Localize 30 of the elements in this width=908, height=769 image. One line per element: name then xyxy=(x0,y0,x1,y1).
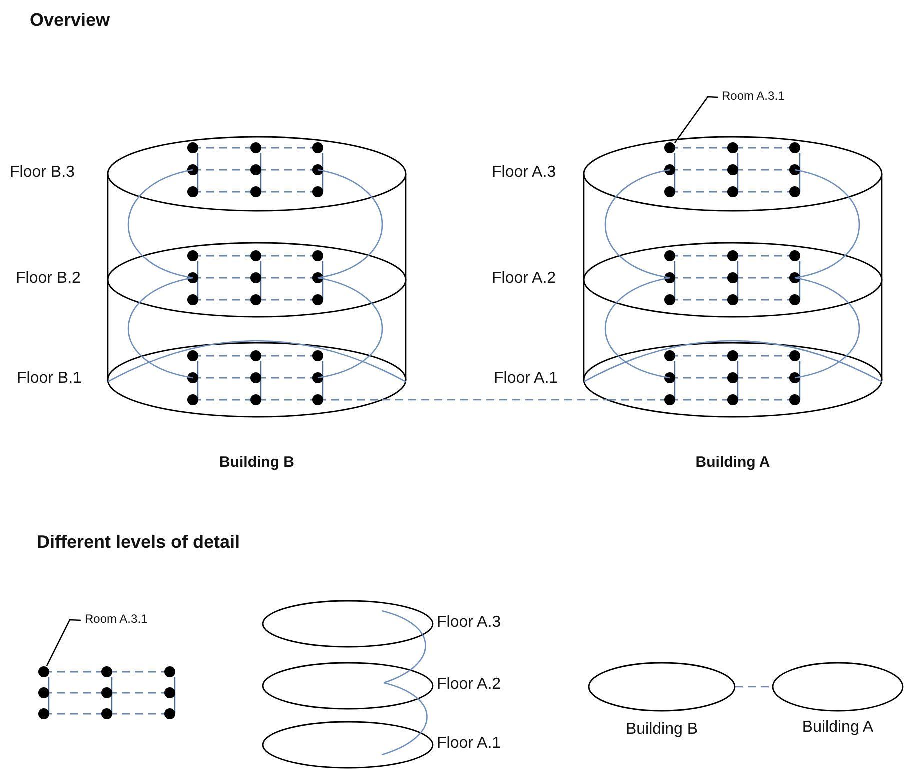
floor-label: Floor B.2 xyxy=(16,270,81,288)
building-label: Building B xyxy=(218,454,296,472)
connector-line xyxy=(382,399,608,401)
connection-curve xyxy=(604,169,670,279)
floor-label: Floor A.1 xyxy=(437,735,502,754)
connection-curve xyxy=(128,277,194,379)
section-heading: Different levels of detail xyxy=(37,532,240,553)
floor-label: Floor A.3 xyxy=(437,614,502,632)
room-label: Room A.3.1 xyxy=(85,613,148,627)
connection-curve xyxy=(604,277,670,379)
room-label: Room A.3.1 xyxy=(722,90,785,104)
floor-label: Floor B.1 xyxy=(17,370,82,388)
floor-label: Floor B.3 xyxy=(10,164,75,182)
floor-label: Floor A.2 xyxy=(492,270,556,288)
connection-curve xyxy=(318,277,384,379)
building-label: Building B xyxy=(624,721,700,740)
connection-curve xyxy=(794,277,860,379)
section-heading: Overview xyxy=(30,10,110,31)
connection-curve xyxy=(128,169,194,279)
floor-label: Floor A.2 xyxy=(437,676,502,694)
connection-curve xyxy=(794,169,860,279)
building-label: Building A xyxy=(801,719,875,738)
building-label: Building A xyxy=(694,454,772,472)
floor-label: Floor A.3 xyxy=(492,164,556,182)
connection-curve xyxy=(382,610,426,684)
connection-curve xyxy=(382,682,428,756)
leader-line xyxy=(46,619,82,666)
leader-line xyxy=(674,96,718,144)
connection-curve xyxy=(318,169,384,279)
floor-label: Floor A.1 xyxy=(494,370,558,388)
